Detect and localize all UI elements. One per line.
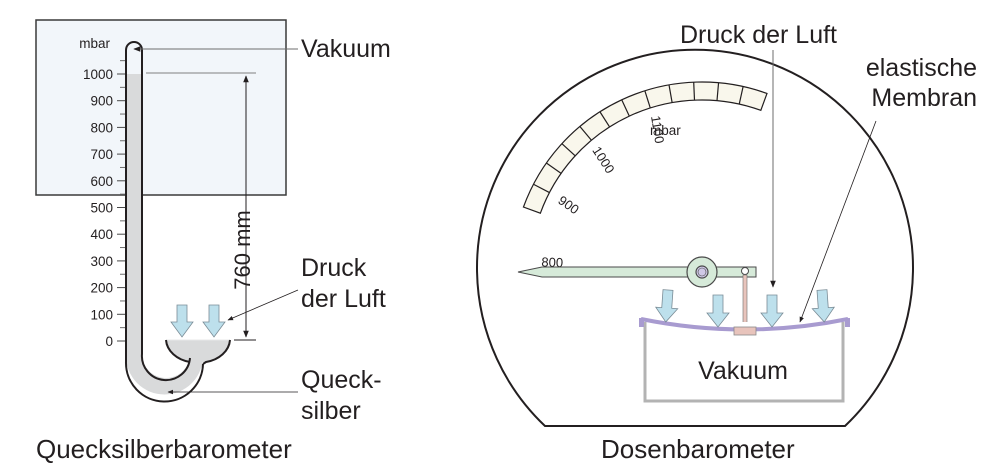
mercury-reservoir bbox=[166, 340, 230, 362]
membrane-leader bbox=[799, 120, 877, 323]
dial-tick bbox=[693, 82, 696, 101]
dial-tick bbox=[533, 183, 550, 194]
right-unit-label: mbar bbox=[650, 123, 681, 138]
scale-label: 700 bbox=[90, 147, 113, 162]
linkage-joint bbox=[741, 267, 749, 275]
dial-label: 800 bbox=[541, 254, 563, 270]
scale-label: 300 bbox=[90, 254, 113, 269]
mercury-label-line2: silber bbox=[301, 397, 361, 425]
membrane-arrows bbox=[654, 289, 679, 323]
height-label: 760 mm bbox=[230, 210, 255, 289]
right-caption: Dosenbarometer bbox=[601, 434, 795, 464]
dial-tick bbox=[579, 126, 592, 141]
pressure-label-line2: der Luft bbox=[301, 285, 386, 313]
tube-vacuum bbox=[126, 42, 142, 74]
dial-tick bbox=[644, 90, 651, 109]
scale-label: 0 bbox=[105, 334, 113, 349]
left-unit-label: mbar bbox=[79, 36, 110, 51]
pressure-label-right: Druck der Luft bbox=[680, 21, 837, 49]
left-panel-frame bbox=[35, 19, 287, 196]
pressure-leader bbox=[227, 289, 299, 321]
scale-label: 100 bbox=[90, 307, 113, 322]
down-arrow-icon bbox=[760, 294, 784, 328]
scale-label: 200 bbox=[90, 281, 113, 296]
pressure-label-line1: Druck bbox=[301, 254, 367, 282]
down-arrow-icon bbox=[170, 304, 194, 338]
down-arrow-icon bbox=[811, 289, 836, 323]
scale-label: 400 bbox=[90, 227, 113, 242]
pivot-inner bbox=[697, 267, 707, 277]
dial-label: 1100 bbox=[648, 114, 667, 144]
dial-tick bbox=[546, 162, 562, 174]
dial-tick bbox=[716, 82, 720, 101]
down-arrow-icon bbox=[202, 304, 226, 338]
box-vacuum-label: Vakuum bbox=[698, 357, 788, 385]
pointer bbox=[517, 256, 757, 288]
dial-tick bbox=[561, 143, 576, 157]
scale-label: 600 bbox=[90, 174, 113, 189]
dial-tick bbox=[668, 84, 673, 103]
down-arrow-icon bbox=[654, 289, 679, 323]
membrane-arrows-2 bbox=[706, 289, 836, 328]
dial-tick bbox=[621, 99, 630, 117]
scale-label: 800 bbox=[90, 120, 113, 135]
left-caption: Quecksilberbarometer bbox=[36, 434, 292, 464]
dial-tick bbox=[738, 86, 744, 105]
membrane-clamp-left bbox=[639, 318, 644, 327]
reservoir-outline bbox=[165, 339, 231, 365]
mercury-label-line1: Queck- bbox=[301, 366, 382, 394]
pointer-arm bbox=[517, 266, 757, 278]
down-arrow-icon bbox=[706, 294, 730, 328]
linkage-rod bbox=[742, 274, 748, 328]
rod-base bbox=[733, 326, 757, 336]
dial-tick bbox=[599, 111, 611, 128]
scale-label: 1000 bbox=[83, 67, 113, 82]
scale-label: 500 bbox=[90, 201, 113, 216]
membrane-label-line2: Membran bbox=[871, 84, 977, 112]
tube-outline bbox=[124, 41, 204, 403]
vacuum-label: Vakuum bbox=[301, 35, 391, 63]
membrane-label-line1: elastische bbox=[866, 54, 977, 82]
scale-label: 900 bbox=[90, 94, 113, 109]
vacuum-box bbox=[643, 322, 845, 403]
air-pressure-arrows bbox=[170, 304, 226, 338]
membrane-clamp-right bbox=[845, 318, 850, 327]
dial-band bbox=[522, 81, 768, 214]
